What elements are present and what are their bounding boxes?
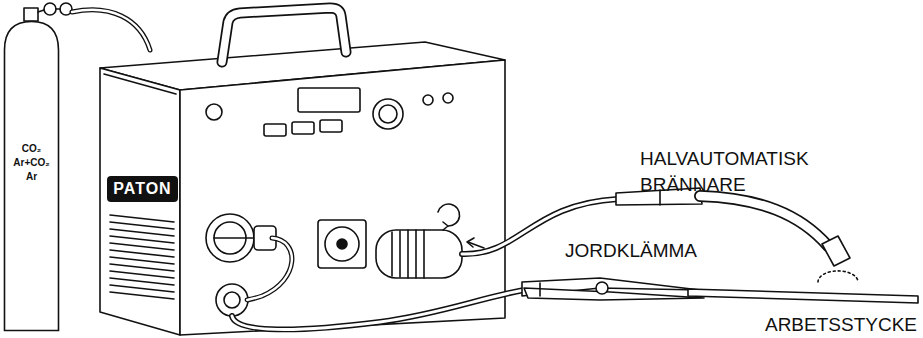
output-connectors [206,214,366,316]
workpiece-plate-part [688,289,918,303]
ground-cable-part [232,290,524,330]
control-panel-part [320,120,342,132]
gas-cylinder: CO₂Ar+CO₂Ar [3,20,60,332]
control-panel-part [443,93,453,103]
control-panel-part [423,95,433,105]
vent-grille-part [110,250,174,257]
torch-plug-part [415,230,417,278]
rotation-arrow-part [438,204,460,226]
node-text: Ar+CO₂ [13,156,49,170]
control-panel-part [206,104,222,120]
vent-grille-part [110,257,174,264]
clamp-label: JORDKLÄMMA [565,238,697,264]
welder-housing [100,42,505,335]
workpiece-label: ARBETSSTYCKE [765,312,917,338]
gas-hose-part [72,10,150,50]
output-connectors-part [216,284,248,316]
ground-clamp-part [539,283,541,296]
vent-grille-part [110,222,174,229]
cylinder-body [5,22,59,331]
torch-plug-part [391,232,393,276]
ground-cable [232,290,524,330]
rotation-arrow [438,204,484,248]
output-connectors-part [224,292,240,308]
control-panel [206,88,453,136]
output-connectors-part [337,239,347,249]
welding-torch-part [822,236,850,266]
gas-regulator-part [38,10,44,12]
vent-grille-part [110,292,174,299]
welding-torch-part [818,271,858,282]
node-text: PATON [113,179,172,199]
carry-handle [222,8,346,62]
interconnect-cable [247,238,292,300]
output-connectors-part [325,227,359,261]
vent-grille-part [110,229,174,236]
vent-grille [110,215,174,299]
vent-grille-part [110,243,174,250]
welding-torch-part [700,196,828,246]
torch-plug [376,230,462,278]
welding-torch [616,188,858,282]
carry-handle-part [222,8,346,62]
vent-grille-part [110,271,174,278]
gas-hose [72,10,150,50]
output-connectors-part [318,220,366,268]
vent-grille-part [110,278,174,285]
interconnect-cable-part [247,238,292,300]
gas-hose-part [72,10,150,50]
rotation-arrow-part [467,238,474,247]
control-panel-part [373,99,403,129]
carry-handle-part [222,8,346,62]
welder-housing-part [180,60,505,335]
ground-clamp-part [596,282,608,294]
gas-regulator [24,3,72,21]
welder-housing-part [100,68,180,335]
gas-regulator-part [44,3,56,15]
interconnect-cable-part [247,238,292,300]
vent-grille-part [110,285,174,292]
welding-torch-part [700,196,828,246]
gas-regulator-part [56,8,60,10]
gas-regulator-part [24,8,38,21]
node-text: CO₂ [22,142,41,156]
vent-grille-part [110,215,174,222]
brand-badge: PATON [107,176,178,202]
torch-plug-part [423,230,425,278]
node-text: Ar [26,170,37,184]
torch-plug-part [376,230,462,278]
vent-grille-part [110,264,174,271]
welder-housing-part [104,74,176,94]
ground-cable-part [232,290,524,330]
vent-grille-part [110,236,174,243]
torch-plug-part [399,231,401,277]
ground-clamp [522,278,704,300]
control-panel-part [292,122,314,134]
torch-plug-part [407,230,409,278]
control-panel-part [379,105,397,123]
control-panel-part [264,124,286,136]
rotation-arrow-part [443,222,448,230]
workpiece-plate [688,289,918,303]
control-panel-part [298,88,360,112]
torch-label: HALVAUTOMATISK BRÄNNARE [640,146,845,198]
ground-clamp-part [524,288,704,300]
